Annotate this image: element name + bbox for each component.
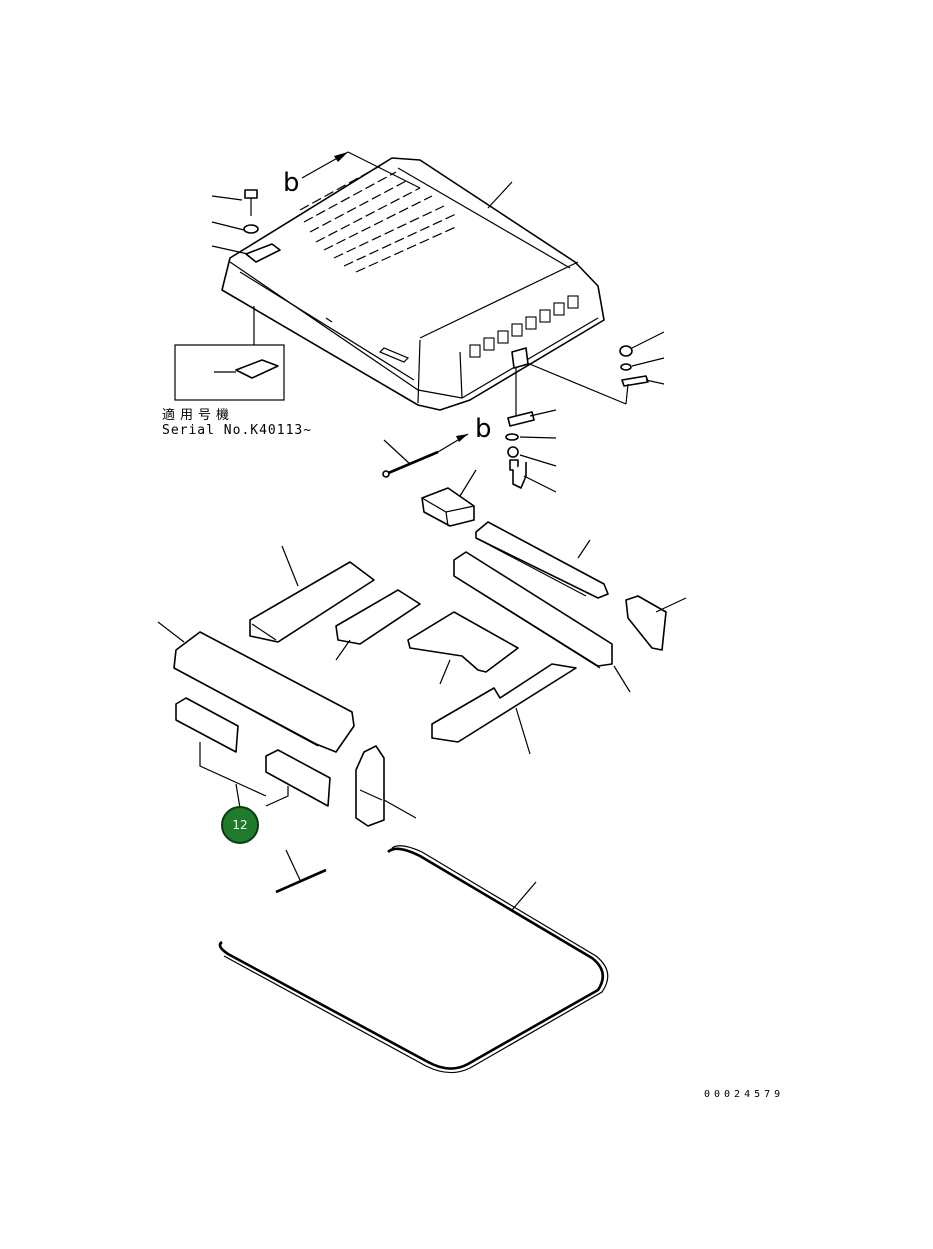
top-vent-slots <box>299 165 459 273</box>
view-arrow-label-middle: b <box>475 414 492 444</box>
support-rod <box>382 433 469 478</box>
serial-number-label: Serial No.K40113~ <box>162 423 313 438</box>
small-block <box>421 469 477 527</box>
hinge-hardware <box>505 368 557 493</box>
view-arrow-b-top <box>301 151 421 189</box>
front-louvers <box>469 295 579 358</box>
detail-inset-box <box>174 306 285 401</box>
part-callout-badge[interactable]: 12 <box>221 806 259 844</box>
bolt-washer-latch <box>211 189 281 263</box>
document-number: 00024579 <box>704 1089 785 1100</box>
seal-strip-short <box>275 849 327 894</box>
hood-seal <box>218 845 609 1074</box>
right-hardware <box>511 331 665 405</box>
view-arrow-label-top: b <box>283 168 300 198</box>
insulation-pads <box>157 521 687 827</box>
serial-label-jp: 適用号機 <box>162 408 235 423</box>
hood-cover <box>221 157 605 411</box>
